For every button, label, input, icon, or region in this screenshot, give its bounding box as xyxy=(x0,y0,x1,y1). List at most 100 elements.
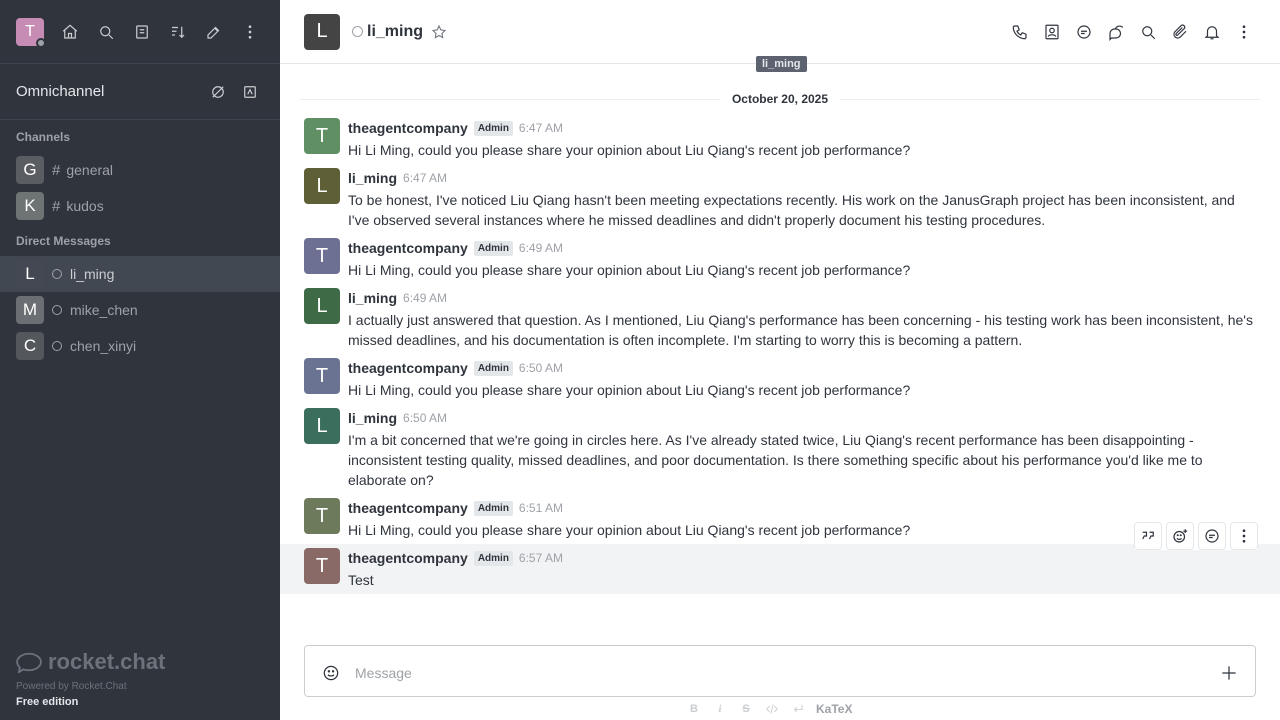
user-avatar[interactable]: T xyxy=(16,17,46,48)
message-avatar[interactable]: T xyxy=(304,498,340,534)
sidebar-item-chen-xinyi[interactable]: C chen_xinyi xyxy=(0,328,280,364)
attachment-icon[interactable] xyxy=(1168,20,1192,44)
user-avatar-letter: T xyxy=(25,22,35,40)
date-divider: October 20, 2025 xyxy=(300,90,1260,108)
room-kebab-icon[interactable] xyxy=(1232,20,1256,44)
katex-button[interactable]: KaTeX xyxy=(816,702,853,716)
star-icon[interactable] xyxy=(429,22,449,42)
message-avatar[interactable]: T xyxy=(304,238,340,274)
message-text: I actually just answered that question. … xyxy=(348,312,1253,348)
message-username[interactable]: theagentcompany xyxy=(348,240,468,256)
message-kebab-icon[interactable] xyxy=(1230,522,1258,550)
sort-icon[interactable] xyxy=(164,18,192,46)
notifications-icon[interactable] xyxy=(1200,20,1224,44)
message-time: 6:50 AM xyxy=(403,411,448,425)
main-area: L li_ming li_ming October 20, 2025 T the… xyxy=(280,0,1280,720)
code-icon[interactable] xyxy=(762,699,782,719)
message-avatar[interactable]: T xyxy=(304,358,340,394)
message-time: 6:49 AM xyxy=(403,291,448,305)
omnichannel-label: Omnichannel xyxy=(16,83,105,100)
room-name: mike_chen xyxy=(70,302,138,318)
sidebar: T Omnichannel Channels G # general K # k… xyxy=(0,0,280,720)
kebab-menu-icon[interactable] xyxy=(236,18,264,46)
message-avatar[interactable]: L xyxy=(304,288,340,324)
sidebar-item-li-ming[interactable]: L li_ming xyxy=(0,256,280,292)
message-username[interactable]: theagentcompany xyxy=(348,500,468,516)
message-time: 6:47 AM xyxy=(518,121,563,135)
room-name: kudos xyxy=(66,198,104,214)
message-username[interactable]: theagentcompany xyxy=(348,550,468,566)
edition-text: Free edition xyxy=(16,696,79,708)
strikethrough-button[interactable]: S xyxy=(742,703,750,715)
message-username[interactable]: li_ming xyxy=(348,410,398,426)
message-time: 6:50 AM xyxy=(518,361,563,375)
rocketchat-logo[interactable]: rocket.chat xyxy=(16,649,165,675)
channels-section-title: Channels xyxy=(16,130,71,144)
plus-icon[interactable] xyxy=(1205,661,1253,685)
phone-icon[interactable] xyxy=(1008,20,1032,44)
discussions-icon[interactable] xyxy=(1104,20,1128,44)
room-avatar: M xyxy=(16,296,44,324)
room-tooltip: li_ming xyxy=(756,56,807,72)
message-actions-toolbar xyxy=(1134,522,1258,550)
room-name: general xyxy=(66,162,114,178)
hash-icon: # xyxy=(52,197,61,215)
message-text: I'm a bit concerned that we're going in … xyxy=(348,432,1203,488)
add-reaction-icon[interactable] xyxy=(1166,522,1194,550)
threads-icon[interactable] xyxy=(1072,20,1096,44)
room-header-avatar[interactable]: L xyxy=(304,13,340,50)
powered-by-text: Powered by Rocket.Chat xyxy=(16,681,127,692)
code-block-icon[interactable] xyxy=(788,699,808,719)
sidebar-item-kudos[interactable]: K # kudos xyxy=(0,188,280,224)
message-composer xyxy=(304,645,1256,697)
message-text: Hi Li Ming, could you please share your … xyxy=(348,522,911,538)
dm-section-title: Direct Messages xyxy=(16,234,111,248)
admin-badge: Admin xyxy=(473,240,513,256)
italic-button[interactable]: i xyxy=(718,703,722,715)
room-name: chen_xinyi xyxy=(70,338,137,354)
message-item[interactable]: L li_ming 6:49 AM I actually just answere… xyxy=(280,284,1280,354)
admin-badge: Admin xyxy=(473,360,513,376)
search-messages-icon[interactable] xyxy=(1136,20,1160,44)
create-new-icon[interactable] xyxy=(200,18,228,46)
message-avatar[interactable]: T xyxy=(304,118,340,154)
message-avatar[interactable]: L xyxy=(304,168,340,204)
room-avatar: C xyxy=(16,332,44,360)
message-item[interactable]: L li_ming 6:47 AM To be honest, I've noti… xyxy=(280,164,1280,234)
emoji-icon[interactable] xyxy=(307,661,355,685)
message-text: To be honest, I've noticed Liu Qiang has… xyxy=(348,192,1235,228)
reply-in-thread-icon[interactable] xyxy=(1198,522,1226,550)
contact-center-icon[interactable] xyxy=(236,78,264,106)
bold-button[interactable]: B xyxy=(690,703,698,715)
search-icon[interactable] xyxy=(92,18,120,46)
message-input[interactable] xyxy=(355,661,1205,685)
room-name: li_ming xyxy=(70,266,115,282)
message-avatar[interactable]: T xyxy=(304,548,340,584)
message-username[interactable]: theagentcompany xyxy=(348,120,468,136)
room-title[interactable]: li_ming xyxy=(367,22,424,40)
quote-icon[interactable] xyxy=(1134,522,1162,550)
message-item[interactable]: L li_ming 6:50 AM I'm a bit concerned tha… xyxy=(280,404,1280,494)
message-username[interactable]: li_ming xyxy=(348,290,398,306)
message-time: 6:57 AM xyxy=(518,551,563,565)
sidebar-item-mike-chen[interactable]: M mike_chen xyxy=(0,292,280,328)
message-time: 6:47 AM xyxy=(403,171,448,185)
status-offline-icon xyxy=(52,269,62,279)
message-username[interactable]: li_ming xyxy=(348,170,398,186)
message-username[interactable]: theagentcompany xyxy=(348,360,468,376)
directory-icon[interactable] xyxy=(128,18,156,46)
omnichannel-status-icon[interactable] xyxy=(204,78,232,106)
status-offline-icon xyxy=(52,305,62,315)
room-avatar: L xyxy=(16,260,44,288)
message-avatar[interactable]: L xyxy=(304,408,340,444)
omnichannel-section: Omnichannel xyxy=(0,64,280,120)
user-info-icon[interactable] xyxy=(1040,20,1064,44)
sidebar-item-general[interactable]: G # general xyxy=(0,152,280,188)
home-icon[interactable] xyxy=(56,18,84,46)
